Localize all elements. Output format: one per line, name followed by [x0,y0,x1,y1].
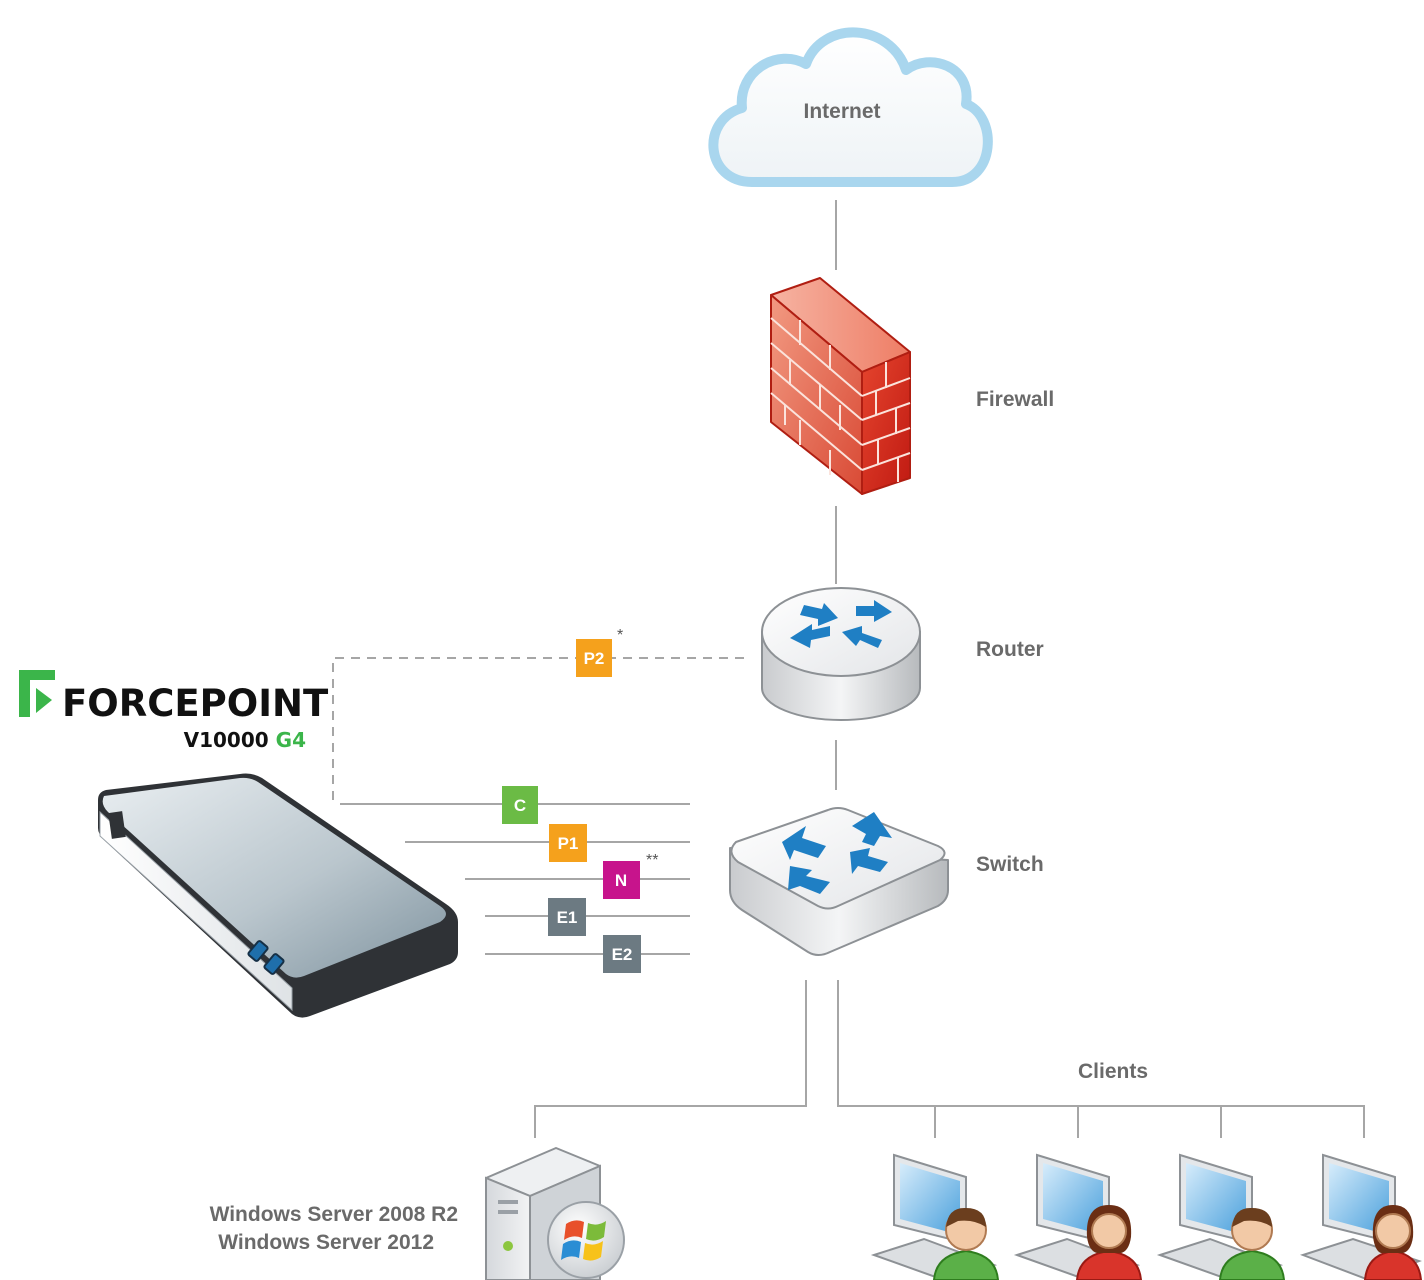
port-e2: E2 [603,935,641,973]
client-computer-1 [870,1153,1000,1280]
user-female-icon [1363,1205,1423,1280]
appliance-status-lights [247,940,285,975]
port-c-label: C [514,796,526,815]
brand-generation: G4 [276,728,306,752]
brand-model: V10000 G4 [184,728,306,752]
brand-name: FORCEPOINT [62,682,329,725]
port-p2: P2 * [576,627,623,677]
port-n-note: ** [646,852,658,869]
firewall-icon [770,277,911,495]
server-os-label-2: Windows Server 2012 [218,1231,434,1254]
user-female-icon [1075,1205,1143,1280]
firewall-label: Firewall [976,388,1054,411]
port-e2-label: E2 [612,945,633,964]
client-computer-2 [1013,1153,1143,1280]
clients-label: Clients [1078,1060,1148,1083]
client-computer-3 [1156,1153,1286,1280]
brand-model-number: V10000 [184,728,269,752]
windows-server-icon [485,1147,625,1280]
forcepoint-mark-icon [19,670,55,717]
port-p1-label: P1 [558,834,579,853]
port-p1: P1 [549,824,587,862]
switch-icon [729,807,949,956]
link-p2-dashed [332,657,744,800]
server-os-label-1: Windows Server 2008 R2 [210,1203,458,1226]
port-e1-label: E1 [557,908,578,927]
switch-label: Switch [976,853,1044,876]
user-male-icon [1218,1207,1286,1280]
router-icon [761,587,921,721]
port-n-label: N [615,871,627,890]
link-switch-server [534,980,807,1138]
port-c: C [502,786,538,824]
link-switch-clients [837,980,1365,1138]
internet-cloud-icon [708,27,993,187]
port-p2-label: P2 [584,649,605,668]
port-e1: E1 [548,898,586,936]
appliance-icon [98,773,458,1018]
port-n: N ** [603,852,658,899]
forcepoint-logo: FORCEPOINT [19,670,329,725]
port-p2-note: * [617,627,623,644]
windows-logo-icon [547,1201,625,1279]
user-male-icon [932,1207,1000,1280]
router-label: Router [976,638,1044,661]
client-computer-4 [1299,1153,1423,1280]
internet-label: Internet [803,100,880,123]
